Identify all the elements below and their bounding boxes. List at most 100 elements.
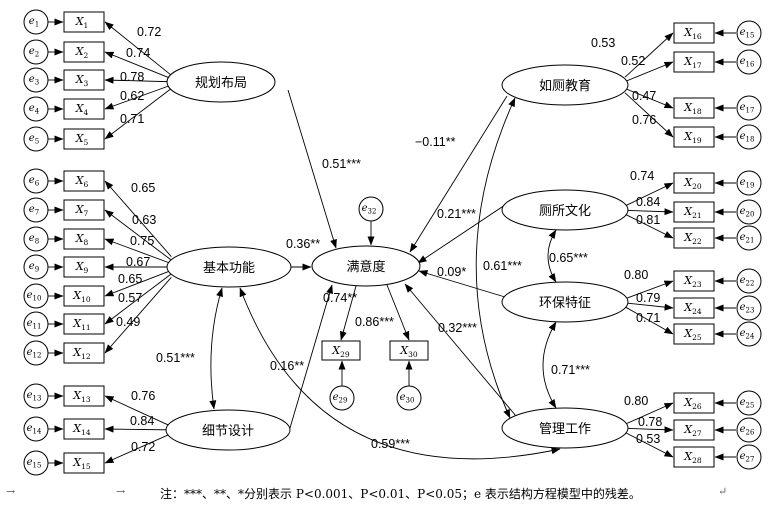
satisfaction-error: e32 [358, 196, 384, 222]
loading-value: 0.47 [632, 89, 656, 103]
indicator-box [673, 297, 715, 319]
error-circle [736, 170, 762, 196]
latent-management: 管理工作 [501, 407, 629, 449]
indicator-label: X9 [75, 260, 89, 275]
error-label: e23 [740, 302, 755, 315]
indicator-x26: X26 e25 [673, 390, 762, 416]
loading-arrow [386, 284, 410, 341]
error-circle [736, 295, 762, 321]
indicator-box [673, 270, 715, 292]
error-circle [23, 340, 49, 366]
loading-arrow [104, 21, 172, 76]
error-label: e32 [362, 203, 377, 216]
loading-arrow [104, 51, 171, 79]
error-label: e12 [27, 347, 42, 360]
indicator-label: X27 [683, 423, 702, 438]
latent-satisfaction-label: 满意度 [346, 259, 385, 275]
error-circle [23, 168, 49, 194]
indicator-x24: X24 e23 [673, 295, 762, 321]
tab-mark: → [6, 485, 16, 498]
error-label: e8 [29, 233, 39, 246]
indicator-label: X25 [683, 327, 702, 342]
loading-arrow [104, 180, 172, 257]
loading-arrow [624, 92, 674, 138]
loading-value: 0.65 [131, 181, 155, 195]
loading-value: 0.78 [638, 415, 662, 429]
loading-arrow [104, 76, 171, 84]
error-circle [736, 199, 762, 225]
error-label: e1 [29, 16, 39, 29]
indicator-label: X3 [75, 73, 89, 88]
loading-value: 0.81 [636, 213, 660, 227]
path-coef-culture: 0.21*** [437, 207, 476, 221]
error-circle [23, 96, 49, 122]
cov-coef-basic-detail: 0.51*** [156, 351, 195, 365]
cov-coef-culture-eco: 0.65*** [549, 251, 588, 265]
error-circle [736, 444, 762, 470]
error-label: e11 [27, 318, 42, 331]
loading-value: 0.80 [624, 394, 648, 408]
indicator-box [63, 285, 105, 307]
path-coef-detail: 0.16** [270, 359, 304, 373]
loading-value: 0.72 [137, 25, 161, 39]
error-label: e25 [740, 397, 755, 410]
error-circle [736, 390, 762, 416]
path-coef-eco: 0.09* [437, 265, 466, 279]
loading-arrow [104, 425, 171, 433]
error-label: e26 [740, 424, 755, 437]
loading-arrow [624, 208, 674, 216]
indicator-label: X17 [683, 55, 702, 70]
error-label: e10 [27, 290, 42, 303]
loading-value: 0.72 [131, 440, 155, 454]
path-arrows [48, 18, 736, 467]
loading-value: 0.74** [323, 291, 357, 305]
error-label: e19 [740, 177, 755, 190]
indicator-box [63, 256, 105, 278]
loading-value: 0.53 [591, 36, 615, 50]
indicator-label: X22 [683, 231, 702, 246]
latent-culture-label: 厕所文化 [539, 204, 591, 219]
loading-arrow [104, 277, 172, 354]
error-circle [23, 416, 49, 442]
loading-arrow [104, 84, 171, 110]
error-circle [23, 254, 49, 280]
loading-arrow [624, 431, 674, 458]
indicator-label: X19 [683, 130, 702, 145]
latent-education: 如厕教育 [501, 64, 629, 106]
indicator-box [673, 172, 715, 194]
cov-coef-eco-management: 0.71*** [551, 363, 590, 377]
cov-coef-basic-management: 0.59*** [371, 437, 410, 451]
loading-value: 0.78 [120, 70, 144, 84]
error-label: e15 [740, 27, 755, 40]
cov-basic-management [239, 287, 561, 460]
indicator-label: X26 [683, 396, 702, 411]
loading-value: 0.75 [130, 234, 154, 248]
loading-arrow [624, 426, 674, 434]
indicator-x27: X27 e26 [673, 417, 762, 443]
error-label: e5 [29, 133, 39, 146]
error-circle [396, 385, 422, 411]
indicator-box [63, 199, 105, 221]
path-coef-layout: 0.51*** [322, 157, 361, 171]
latent-basic-label: 基本功能 [203, 261, 255, 276]
latent-culture: 厕所文化 [501, 189, 629, 231]
latent-layout: 规划布局 [166, 61, 276, 103]
error-circle [23, 450, 49, 476]
path-coef-basic: 0.36** [286, 237, 320, 251]
indicator-x8: e8 X8 [23, 226, 105, 252]
latent-layout-label: 规划布局 [195, 76, 247, 91]
error-label: e16 [740, 56, 755, 69]
indicator-box [673, 227, 715, 249]
indicator-label: X8 [75, 232, 89, 247]
indicator-label: X24 [683, 301, 702, 316]
error-label: e21 [740, 232, 755, 245]
error-label: e14 [27, 423, 42, 436]
